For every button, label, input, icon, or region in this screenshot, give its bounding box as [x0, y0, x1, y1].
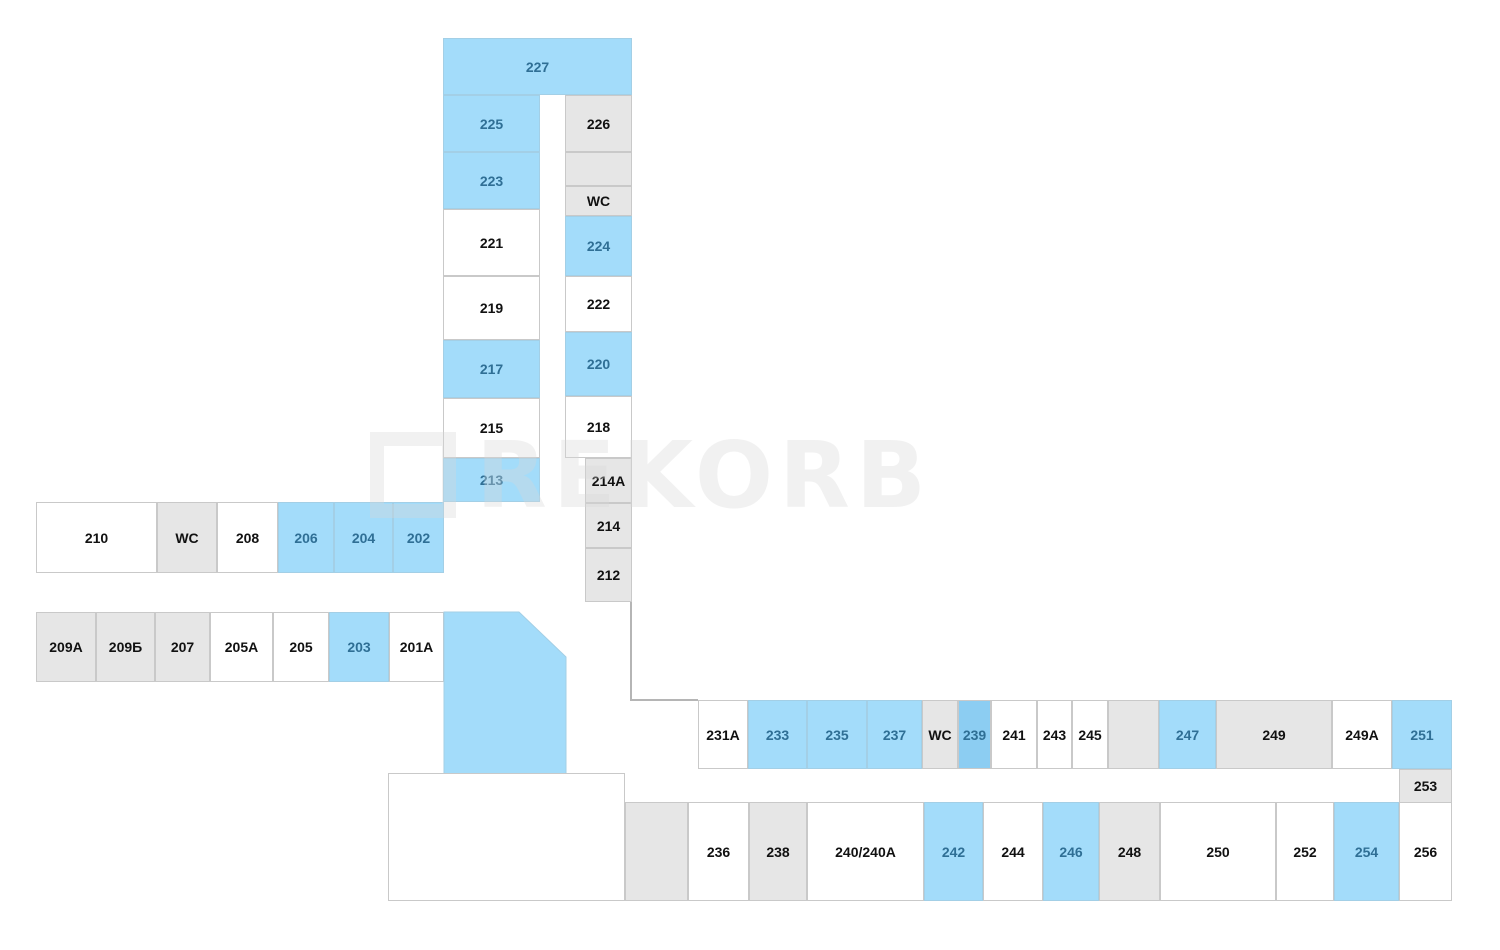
room-222[interactable]: 222: [565, 276, 632, 332]
room-251[interactable]: 251: [1392, 700, 1452, 769]
room-249[interactable]: 249: [1216, 700, 1332, 769]
room-238[interactable]: 238: [749, 802, 807, 901]
room-236[interactable]: 236: [688, 802, 749, 901]
room-223[interactable]: 223: [443, 152, 540, 209]
room-256[interactable]: 256: [1399, 802, 1452, 901]
room-239[interactable]: 239: [958, 700, 991, 769]
room-209b[interactable]: 209Б: [96, 612, 155, 682]
room-253[interactable]: 253: [1399, 769, 1452, 803]
room-235[interactable]: 235: [807, 700, 867, 769]
room-215[interactable]: 215: [443, 398, 540, 458]
room-249a[interactable]: 249А: [1332, 700, 1392, 769]
room-240[interactable]: 240/240А: [807, 802, 924, 901]
corridor-wall: [630, 602, 632, 700]
room-242[interactable]: 242: [924, 802, 983, 901]
room-221[interactable]: 221: [443, 209, 540, 276]
room-208[interactable]: 208: [217, 502, 278, 573]
room-202[interactable]: 202: [393, 502, 444, 573]
room-201a[interactable]: 201А: [389, 612, 444, 682]
room-237[interactable]: 237: [867, 700, 922, 769]
room-213[interactable]: 213: [443, 458, 540, 502]
room-248[interactable]: 248: [1099, 802, 1160, 901]
room-220[interactable]: 220: [565, 332, 632, 396]
room-218[interactable]: 218: [565, 396, 632, 458]
room-205a[interactable]: 205А: [210, 612, 273, 682]
room-225[interactable]: 225: [443, 95, 540, 152]
room-214a[interactable]: 214А: [585, 458, 632, 503]
room-219[interactable]: 219: [443, 276, 540, 340]
room-226[interactable]: 226: [565, 95, 632, 152]
unnumbered-room: [1108, 700, 1159, 769]
large-hall: [388, 773, 625, 901]
room-252[interactable]: 252: [1276, 802, 1334, 901]
room-210[interactable]: 210: [36, 502, 157, 573]
corridor-wall: [630, 699, 698, 701]
unnumbered-room: [565, 152, 632, 186]
room-250[interactable]: 250: [1160, 802, 1276, 901]
room-224[interactable]: 224: [565, 216, 632, 276]
room-204[interactable]: 204: [334, 502, 393, 573]
room-247[interactable]: 247: [1159, 700, 1216, 769]
room-206[interactable]: 206: [278, 502, 334, 573]
room-245[interactable]: 245: [1072, 700, 1108, 769]
room-205[interactable]: 205: [273, 612, 329, 682]
room-231a[interactable]: 231А: [698, 700, 748, 769]
room-212[interactable]: 212: [585, 548, 632, 602]
room-227[interactable]: 227: [443, 38, 632, 95]
wc-north[interactable]: WC: [565, 186, 632, 216]
wc-east[interactable]: WC: [922, 700, 958, 769]
lobby-block[interactable]: [443, 611, 568, 775]
room-203[interactable]: 203: [329, 612, 389, 682]
room-217[interactable]: 217: [443, 340, 540, 398]
room-243[interactable]: 243: [1037, 700, 1072, 769]
room-207[interactable]: 207: [155, 612, 210, 682]
wc-west[interactable]: WC: [157, 502, 217, 573]
room-254[interactable]: 254: [1334, 802, 1399, 901]
room-241[interactable]: 241: [991, 700, 1037, 769]
room-209a[interactable]: 209А: [36, 612, 96, 682]
unnumbered-room: [625, 802, 688, 901]
room-244[interactable]: 244: [983, 802, 1043, 901]
room-214[interactable]: 214: [585, 503, 632, 548]
room-246[interactable]: 246: [1043, 802, 1099, 901]
room-233[interactable]: 233: [748, 700, 807, 769]
